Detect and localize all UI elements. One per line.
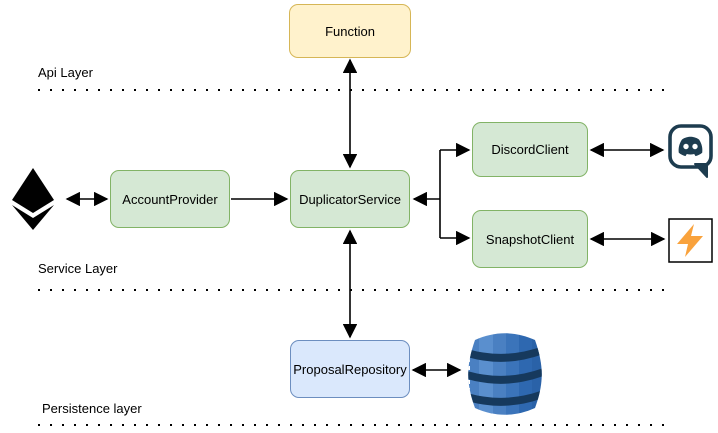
node-snapshot-client-label: SnapshotClient [485, 231, 575, 247]
node-function: Function [289, 4, 411, 58]
api-layer-label: Api Layer [38, 65, 93, 80]
node-snapshot-client: SnapshotClient [472, 210, 588, 268]
dynamodb-icon [464, 329, 546, 424]
persistence-layer-label: Persistence layer [42, 401, 142, 416]
service-layer-label: Service Layer [38, 261, 118, 276]
node-discord-client-label: DiscordClient [491, 142, 569, 157]
persistence-layer-divider [38, 424, 672, 426]
node-discord-client: DiscordClient [472, 122, 588, 177]
node-duplicator-service-label: DuplicatorService [299, 191, 401, 207]
discord-icon [667, 123, 714, 184]
node-proposal-repository-label: ProposalRepository [293, 361, 407, 377]
snapshot-lightning-icon [668, 218, 713, 268]
node-duplicator-service: DuplicatorService [290, 170, 410, 228]
service-layer-divider [38, 289, 672, 291]
node-account-provider: AccountProvider [110, 170, 230, 228]
api-layer-divider [38, 89, 672, 91]
node-function-label: Function [325, 23, 375, 39]
ethereum-logo-icon [10, 167, 56, 236]
node-account-provider-label: AccountProvider [122, 191, 218, 207]
node-proposal-repository: ProposalRepository [290, 340, 410, 398]
